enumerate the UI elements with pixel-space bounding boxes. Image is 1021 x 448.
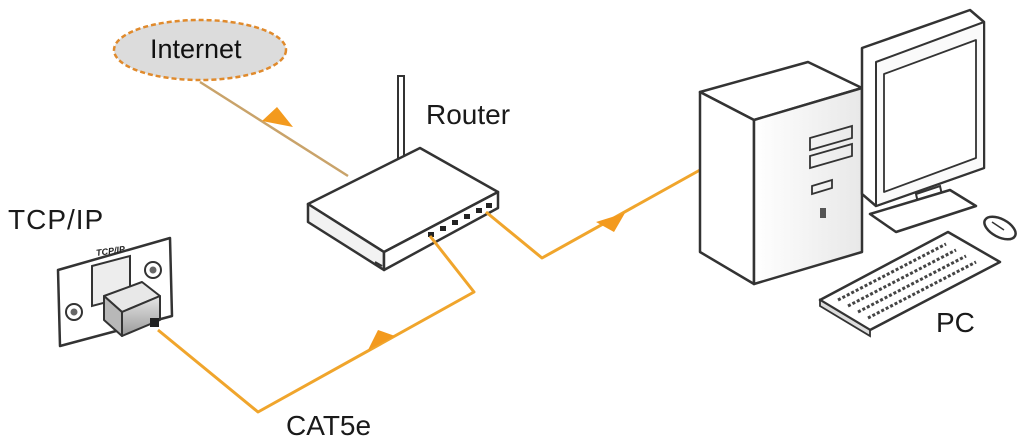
drive-bays	[809, 124, 853, 196]
internet-router-link	[199, 80, 349, 178]
router-pc-cable	[485, 168, 701, 260]
rj45-plug-icon	[103, 281, 161, 337]
keyboard-keys	[837, 242, 977, 320]
monitor-icon	[860, 8, 986, 234]
router-ports	[428, 203, 492, 237]
arrow-pc-to-router	[596, 213, 625, 232]
arrow-internet-to-router	[262, 107, 293, 127]
internet-cloud	[112, 18, 288, 82]
arrow-router-to-module	[368, 330, 395, 350]
router-label: Router	[426, 99, 511, 130]
internet-label: Internet	[150, 34, 242, 64]
mouse-icon	[983, 215, 1017, 241]
pc-tower-icon	[698, 60, 864, 286]
keyboard-icon	[818, 230, 1002, 338]
pc-label: PC	[936, 307, 975, 338]
cable-label: CAT5e	[286, 410, 372, 441]
tcpip-label: TCP/IP	[8, 204, 105, 235]
router-module-cable	[157, 235, 476, 414]
router-icon	[306, 75, 500, 272]
